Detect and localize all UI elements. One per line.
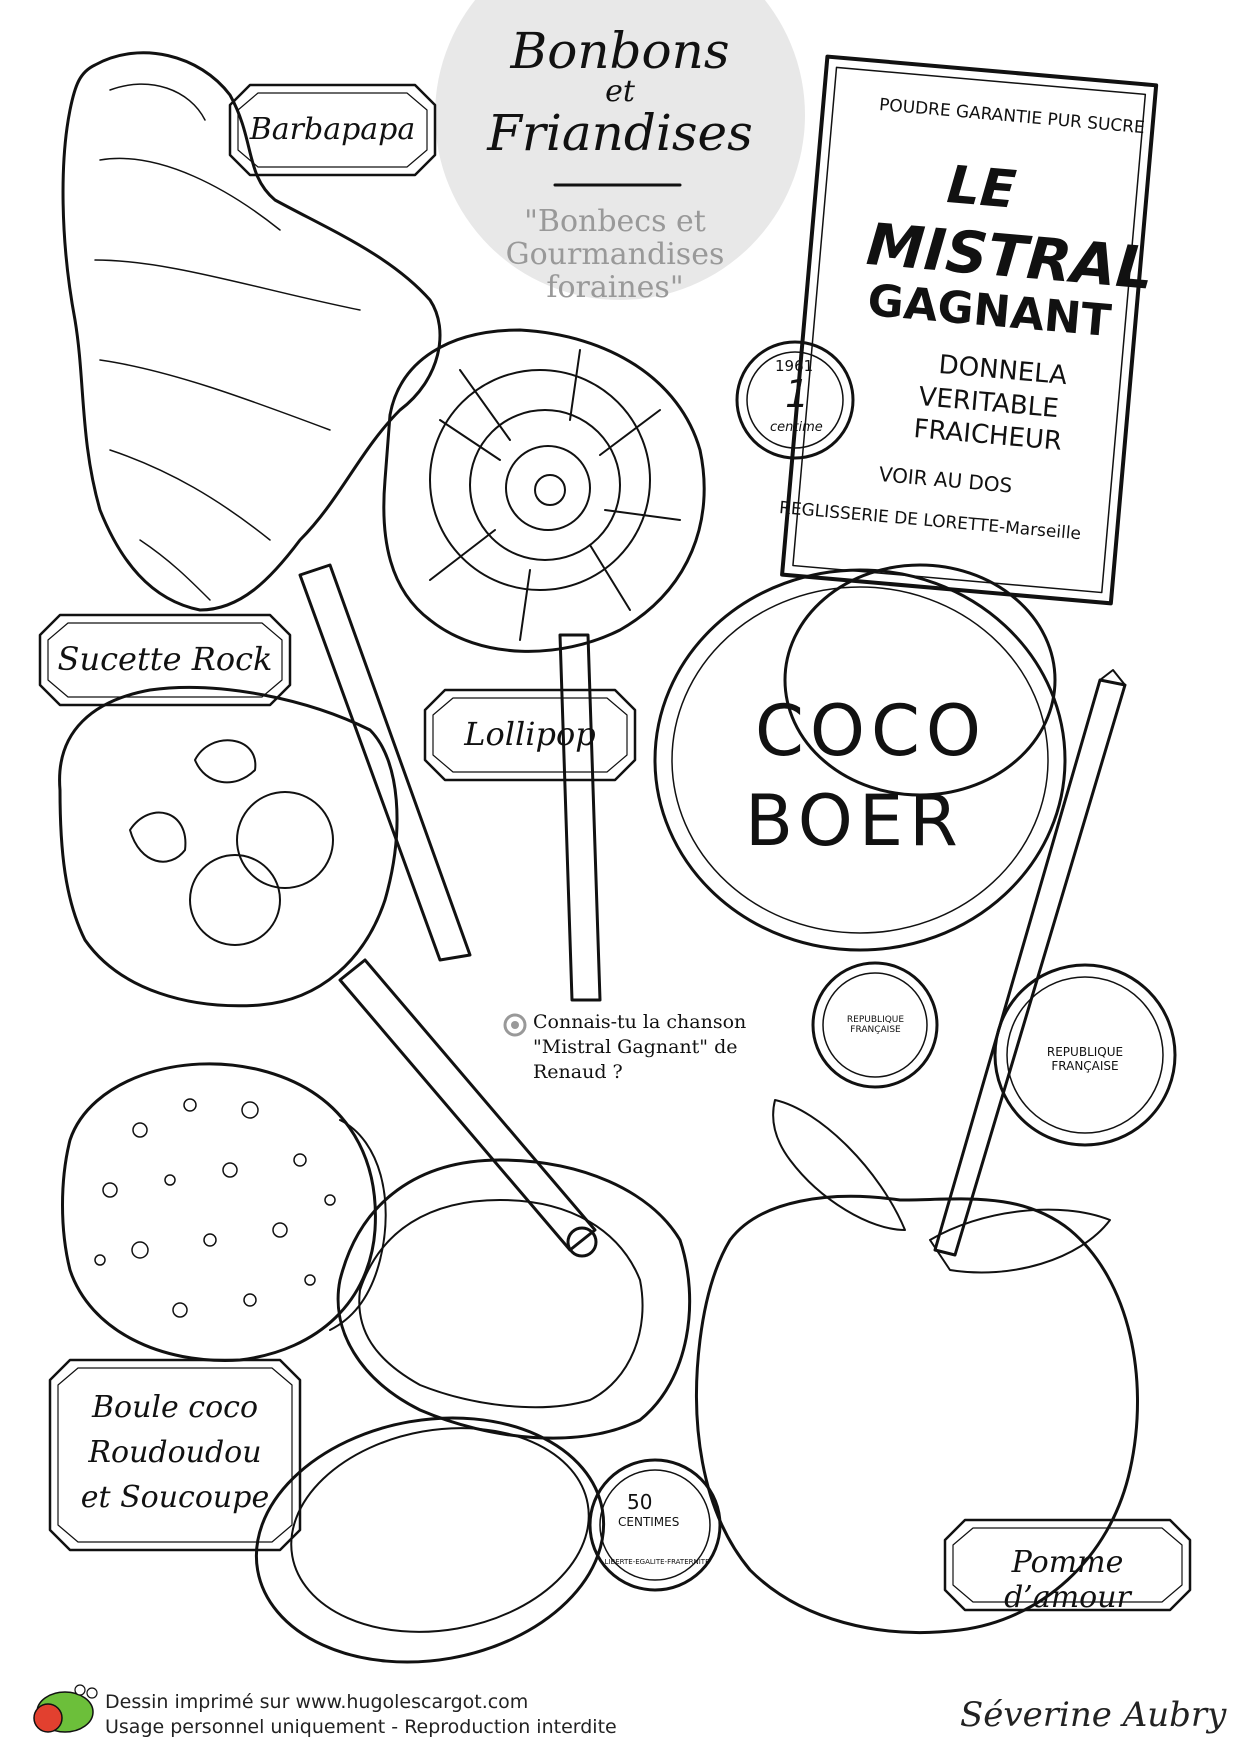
coin4-value: 50: [627, 1490, 653, 1514]
boule-coco-candy: [61, 1062, 387, 1362]
snail-logo-icon: [33, 1684, 98, 1733]
coin-1-centime: [735, 340, 855, 460]
barbapapa-cotton-candy: [61, 51, 472, 962]
coin-republique-large: [993, 963, 1177, 1147]
label-lollipop: Lollipop: [464, 715, 596, 753]
coco-boer-line1: COCO: [755, 690, 987, 772]
title-line-bonbons: Bonbons: [510, 22, 730, 80]
label-boule-coco-line2: Roudoudou: [88, 1435, 262, 1470]
coin-republique-small: [811, 961, 939, 1089]
footer-line-2: Usage personnel uniquement - Reproductio…: [105, 1716, 617, 1738]
pomme-d-amour-candy: [695, 669, 1139, 1634]
coin4-unit: CENTIMES: [618, 1515, 680, 1529]
title-line-friandises: Friandises: [487, 104, 753, 162]
coin2-text: REPUBLIQUE FRANÇAISE: [846, 1015, 905, 1035]
label-pomme-d-amour: Pomme d’amour: [1004, 1545, 1131, 1615]
footer-line-1: Dessin imprimé sur www.hugolescargot.com: [105, 1691, 529, 1713]
coco-boer-line2: BOER: [745, 780, 964, 862]
lollipop-candy: [382, 328, 706, 1002]
coin1-value: 1: [785, 372, 810, 416]
coco-boer-candy: [653, 563, 1067, 952]
song-note: Connais-tu la chanson "Mistral Gagnant" …: [533, 1011, 747, 1083]
label-boule-coco-line1: Boule coco: [91, 1390, 259, 1425]
title-line-et: et: [605, 74, 635, 109]
roudoudou-candy: [336, 1158, 692, 1440]
coin-50-centimes: [588, 1458, 722, 1592]
coin3-text: REPUBLIQUE FRANÇAISE: [1046, 1045, 1124, 1073]
coin4-motto: LIBERTE-EGALITE-FRATERNITE: [604, 1558, 710, 1566]
coin1-year: 1961: [775, 357, 814, 375]
artist-signature: Séverine Aubry: [960, 1695, 1227, 1735]
snail-spiral-icon: [503, 1013, 527, 1037]
sucette-rock-candy: [58, 685, 598, 1258]
footer: Dessin imprimé sur www.hugolescargot.com…: [105, 1690, 617, 1740]
page-subtitle: "Bonbecs et Gourmandises foraines": [505, 204, 725, 305]
page-title: Bonbons et Friandises: [420, 25, 820, 159]
title-background-disc: [435, 0, 805, 300]
coin1-unit: centime: [770, 420, 823, 435]
label-frames: [38, 83, 1192, 1612]
packet-brand-le: LE: [944, 155, 1019, 221]
label-barbapapa: Barbapapa: [249, 112, 416, 147]
label-boule-coco-line3: et Soucoupe: [80, 1480, 270, 1515]
label-sucette-rock: Sucette Rock: [57, 640, 273, 678]
